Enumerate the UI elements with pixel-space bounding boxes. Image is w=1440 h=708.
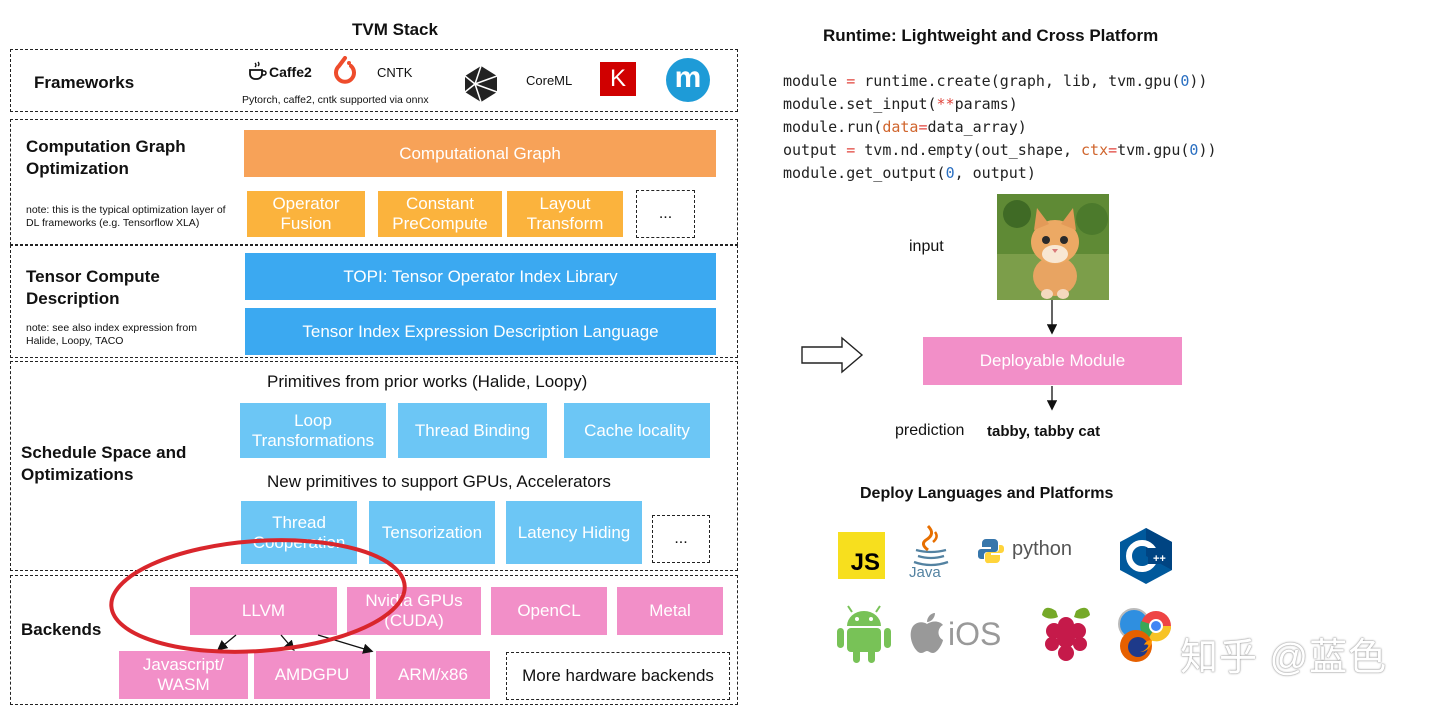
- keras-logo: K: [600, 62, 636, 96]
- runtime-code: module = runtime.create(graph, lib, tvm.…: [783, 70, 1217, 185]
- java-logo: Java: [906, 524, 956, 584]
- watermark-text: 知乎 @蓝色: [1180, 637, 1388, 679]
- prediction-value: tabby, tabby cat: [987, 423, 1101, 440]
- llvm-box: LLVM: [190, 587, 337, 635]
- mxnet-letter: m: [674, 61, 702, 94]
- python-logo: python: [977, 535, 1107, 567]
- tensor-compute-note: note: see also index expression from Hal…: [26, 322, 198, 347]
- graph-more-box: ...: [636, 190, 695, 238]
- cpp-plus-text: ++: [1153, 553, 1166, 565]
- caffe2-logo: Caffe2: [246, 60, 316, 84]
- raspberry-pi-logo: [1042, 607, 1090, 661]
- tensor-compute-label: Tensor Compute Description: [26, 267, 160, 308]
- graph-optimization-section: [10, 119, 738, 245]
- frameworks-section: [10, 49, 738, 112]
- code-line-3: module.run(data=data_array): [783, 118, 1027, 136]
- keras-letter: K: [609, 65, 626, 92]
- nvidia-gpus-box: Nvidia GPUs (CUDA): [347, 587, 481, 635]
- tensor-compute-section: [10, 245, 738, 358]
- browsers-logo: [1118, 608, 1172, 662]
- computational-graph-box: Computational Graph: [244, 130, 716, 177]
- apple-icon: [910, 613, 943, 653]
- android-logo: [837, 605, 891, 663]
- mxnet-logo: m: [666, 58, 710, 102]
- code-line-1: module = runtime.create(graph, lib, tvm.…: [783, 72, 1208, 90]
- onnx-note: Pytorch, caffe2, cntk supported via onnx: [242, 94, 429, 106]
- cpp-logo: ++: [1120, 528, 1172, 584]
- runtime-title: Runtime: Lightweight and Cross Platform: [823, 26, 1159, 45]
- hollow-right-arrow: [801, 336, 864, 374]
- schedule-label: Schedule Space and Optimizations: [21, 443, 187, 484]
- prediction-label: prediction: [895, 422, 965, 439]
- runtime-arrows: [1046, 300, 1058, 411]
- constant-precompute-box: Constant PreCompute: [378, 191, 502, 237]
- python-snake-icon: [978, 539, 1004, 564]
- layout-transform-box: Layout Transform: [507, 191, 623, 237]
- code-line-4: output = tvm.nd.empty(out_shape, ctx=tvm…: [783, 141, 1217, 159]
- graph-optimization-note: note: this is the typical optimization l…: [26, 204, 226, 229]
- prior-primitives-header: Primitives from prior works (Halide, Loo…: [267, 372, 588, 391]
- coffee-cup-icon: [249, 61, 267, 80]
- onnx-icon: [464, 65, 498, 103]
- more-hardware-backends-box: More hardware backends: [506, 652, 730, 700]
- ios-text: iOS: [948, 616, 1002, 652]
- metal-box: Metal: [617, 587, 723, 635]
- ios-logo: iOS: [908, 612, 1018, 658]
- tensorization-box: Tensorization: [369, 501, 495, 564]
- loop-transformations-box: Loop Transformations: [240, 403, 386, 458]
- deployable-module-box: Deployable Module: [923, 337, 1182, 385]
- operator-fusion-box: Operator Fusion: [247, 191, 365, 237]
- opencl-box: OpenCL: [491, 587, 607, 635]
- graph-optimization-label: Computation Graph Optimization: [26, 137, 186, 178]
- frameworks-label: Frameworks: [34, 73, 135, 92]
- backends-label: Backends: [21, 620, 102, 639]
- python-text: python: [1012, 538, 1073, 560]
- deploy-title: Deploy Languages and Platforms: [860, 485, 1114, 502]
- amdgpu-box: AMDGPU: [254, 651, 370, 699]
- java-cup-icon: [913, 524, 949, 567]
- js-text: JS: [850, 549, 880, 576]
- kitten-image: [997, 194, 1109, 300]
- cache-locality-box: Cache locality: [564, 403, 710, 458]
- java-text: Java: [909, 564, 941, 581]
- cntk-text: CNTK: [377, 65, 413, 80]
- thread-cooperation-box: Thread Cooperation: [241, 501, 357, 564]
- topi-box: TOPI: Tensor Operator Index Library: [245, 253, 716, 300]
- caffe2-text: Caffe2: [269, 64, 312, 80]
- coreml-text: CoreML: [526, 73, 573, 88]
- latency-hiding-box: Latency Hiding: [506, 501, 642, 564]
- code-line-5: module.get_output(0, output): [783, 164, 1036, 182]
- javascript-wasm-box: Javascript/ WASM: [119, 651, 248, 699]
- thread-binding-box: Thread Binding: [398, 403, 547, 458]
- js-logo: JS: [838, 532, 885, 579]
- new-primitives-header: New primitives to support GPUs, Accelera…: [267, 472, 611, 491]
- pytorch-flame-icon: [334, 56, 356, 84]
- schedule-more-box: ...: [652, 515, 710, 563]
- arm-x86-box: ARM/x86: [376, 651, 490, 699]
- input-label: input: [909, 238, 944, 255]
- tensor-index-expression-box: Tensor Index Expression Description Lang…: [245, 308, 716, 355]
- code-line-2: module.set_input(**params): [783, 95, 1018, 113]
- tvm-stack-title: TVM Stack: [352, 20, 438, 39]
